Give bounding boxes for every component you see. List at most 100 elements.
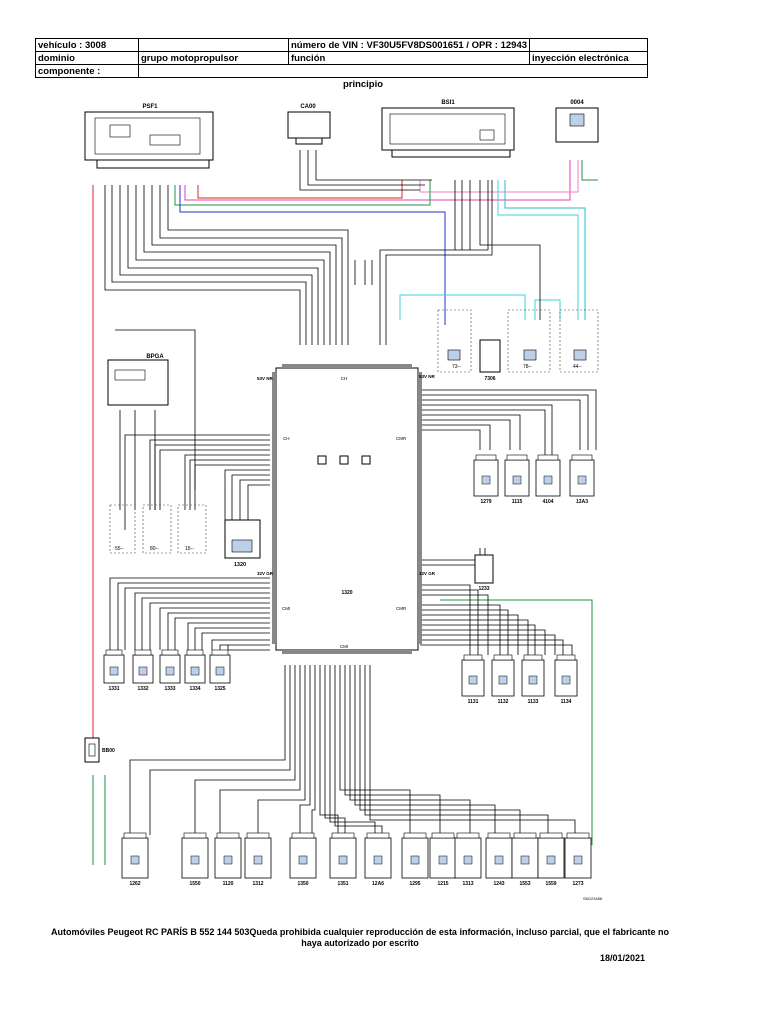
component-label: 1559 [545, 881, 556, 887]
function-value-cell: inyección electrónica [529, 51, 648, 65]
connector-label: 0004 [570, 100, 584, 106]
header-row: componente : [35, 64, 648, 78]
component-label: 73-- [452, 364, 461, 370]
component-box: 1350 [289, 832, 317, 887]
component-label: 1550 [189, 881, 200, 887]
wire-bundle [124, 434, 270, 530]
ecu-port-label: CMR [396, 436, 407, 441]
header-table: vehículo : 3008 número de VIN : VF30U5FV… [35, 38, 648, 78]
connector-ca00: CA00 [287, 104, 331, 145]
wire-bundle [299, 150, 432, 191]
wire-bundle [109, 577, 270, 651]
wire-cyan-d [534, 299, 561, 320]
wire-green-top [174, 180, 431, 206]
function-cell: función [287, 51, 531, 65]
component-box: 1279 [473, 454, 499, 505]
reference-code: S6G23456 [583, 896, 603, 901]
component-label: 1115 [512, 499, 523, 505]
component-box: 1550 [181, 832, 209, 887]
wire-bundle [129, 665, 576, 835]
component-label: 1243 [493, 881, 504, 887]
component-box: 4104 [535, 454, 561, 505]
component-label: 1273 [572, 881, 583, 887]
component-label: 13A3 [576, 499, 588, 505]
component-box: 1313 [454, 832, 482, 887]
dashed-component-group [109, 504, 207, 554]
component-label: 1215 [437, 881, 448, 887]
wire-blue [179, 185, 446, 325]
wire-red-top [197, 180, 403, 199]
connector-ecu: 1320 CH CH CMR CMI CMR CMI 53V NR 53V NR… [257, 364, 436, 654]
component-value-cell [138, 64, 648, 78]
connector-label: BB00 [102, 748, 115, 754]
component-label: 78-- [523, 364, 532, 370]
component-box: 1132 [491, 654, 515, 705]
ecu-port-label: CMI [282, 606, 290, 611]
component-label: 1331 [108, 686, 119, 692]
wire-bundle [420, 389, 597, 460]
component-box: 1120 [214, 832, 242, 887]
connector-psf1: PSF1 [84, 104, 214, 169]
wire-cyan-a [504, 180, 586, 320]
connector-1233: 1233 [474, 554, 494, 592]
component-label: 44-- [573, 364, 582, 370]
component-label: 15-- [185, 546, 194, 552]
footer-date: 18/01/2021 [599, 953, 645, 963]
connector-label: 7306 [484, 376, 495, 382]
component-box: 1134 [554, 654, 578, 705]
component-label: 1295 [409, 881, 420, 887]
component-label: 1279 [480, 499, 491, 505]
component-box: 1333 [159, 649, 181, 692]
ecu-port-label: CH [341, 376, 348, 381]
component-label: 1332 [137, 686, 148, 692]
ecu-port-label: CH [283, 436, 290, 441]
component-box: 1131 [461, 654, 485, 705]
component-label: 1120 [223, 881, 234, 887]
wire-pink [419, 160, 579, 193]
ecu-port-label: CMI [340, 644, 348, 649]
component-box: 1273 [564, 832, 592, 887]
component-label: 80-- [150, 546, 159, 552]
component-label: 1351 [337, 881, 348, 887]
domain-value-cell: grupo motopropulsor [138, 51, 289, 65]
wire-bundle [104, 185, 349, 345]
ecu-port-label: CMR [396, 606, 407, 611]
component-label: 1333 [164, 686, 175, 692]
ecu-voltage-label: 53V NR [257, 376, 274, 381]
ecu-voltage-label: 53V NR [419, 374, 436, 379]
connector-label: 1233 [478, 586, 489, 592]
connector-bb00: BB00 [84, 737, 115, 763]
component-label: 1262 [129, 881, 140, 887]
component-label: 1334 [189, 686, 200, 692]
diagram-subtitle: principio [342, 79, 384, 90]
component-box: 12A6 [364, 832, 392, 887]
component-box: 1332 [132, 649, 154, 692]
wire-cyan-b [497, 180, 579, 320]
mid-right-components: 1279 1115 4104 13A3 [473, 454, 595, 505]
component-box: 1115 [504, 454, 530, 505]
component-box: 1351 [329, 832, 357, 887]
component-label: 1325 [214, 686, 225, 692]
connector-label: BPGA [146, 354, 164, 360]
component-label: 1553 [519, 881, 530, 887]
domain-cell: dominio [35, 51, 139, 65]
wire-bundle [379, 180, 541, 345]
connector-0004: 0004 [555, 100, 599, 143]
component-box: 1334 [184, 649, 206, 692]
vin-cell: número de VIN : VF30U5FV8DS001651 / OPR … [287, 38, 531, 52]
connector-bsi1: BSI1 [381, 100, 515, 158]
component-box: 1331 [103, 649, 125, 692]
header-row: dominio grupo motopropulsor función inye… [35, 51, 648, 65]
component-box: 1559 [537, 832, 565, 887]
wire-green-side [440, 599, 593, 845]
component-cell: componente : [35, 64, 139, 78]
connector-1261: 1320 [224, 519, 261, 568]
vehicle-cell: vehículo : 3008 [35, 38, 139, 52]
footer-text: Automóviles Peugeot RC PARÍS B 552 144 5… [51, 927, 669, 948]
component-box: 1295 [401, 832, 429, 887]
component-label: 1132 [498, 699, 509, 705]
left-components: 1331 1332 1333 1334 1325 [103, 649, 231, 692]
component-label: 1313 [462, 881, 473, 887]
